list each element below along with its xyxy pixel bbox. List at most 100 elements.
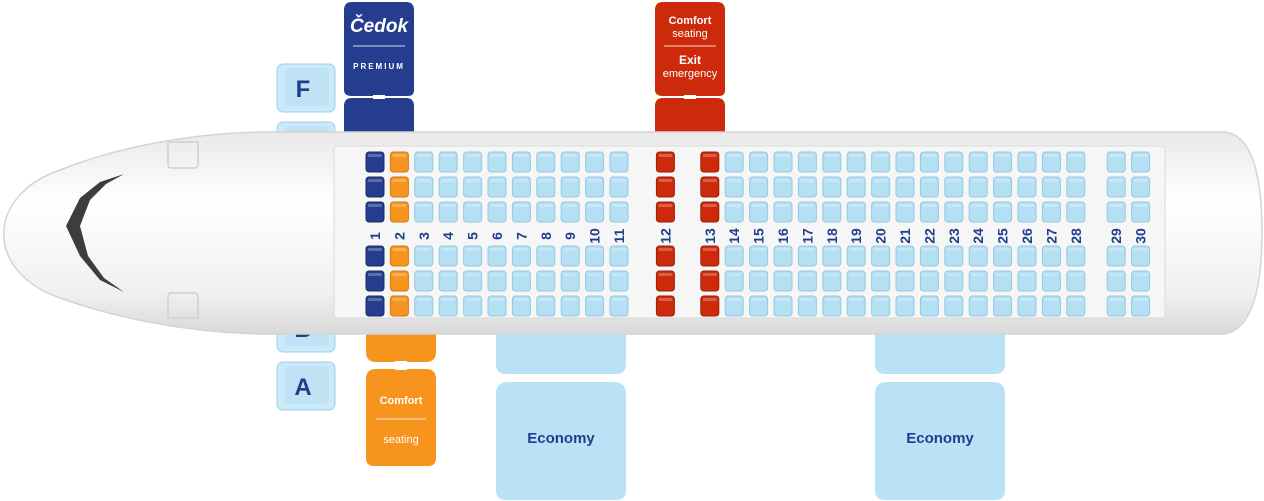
seat-13d[interactable] xyxy=(700,201,720,223)
seat-8e[interactable] xyxy=(536,176,556,198)
seat-14b[interactable] xyxy=(724,270,744,292)
seat-11f[interactable] xyxy=(609,151,629,173)
seat-9a[interactable] xyxy=(560,295,580,317)
seat-12d[interactable] xyxy=(655,201,675,223)
seat-1f[interactable] xyxy=(365,151,385,173)
seat-15d[interactable] xyxy=(749,201,769,223)
seat-3d[interactable] xyxy=(414,201,434,223)
seat-21b[interactable] xyxy=(895,270,915,292)
seat-25d[interactable] xyxy=(993,201,1013,223)
seat-18a[interactable] xyxy=(822,295,842,317)
seat-24c[interactable] xyxy=(968,245,988,267)
seat-16d[interactable] xyxy=(773,201,793,223)
seat-25c[interactable] xyxy=(993,245,1013,267)
seat-26d[interactable] xyxy=(1017,201,1037,223)
seat-4d[interactable] xyxy=(438,201,458,223)
seat-3b[interactable] xyxy=(414,270,434,292)
seat-29f[interactable] xyxy=(1106,151,1126,173)
seat-27e[interactable] xyxy=(1041,176,1061,198)
seat-23e[interactable] xyxy=(944,176,964,198)
seat-5f[interactable] xyxy=(463,151,483,173)
seat-22f[interactable] xyxy=(919,151,939,173)
seat-20a[interactable] xyxy=(871,295,891,317)
seat-24b[interactable] xyxy=(968,270,988,292)
seat-10a[interactable] xyxy=(585,295,605,317)
seat-23b[interactable] xyxy=(944,270,964,292)
seat-25b[interactable] xyxy=(993,270,1013,292)
seat-13a[interactable] xyxy=(700,295,720,317)
seat-30e[interactable] xyxy=(1131,176,1151,198)
seat-6a[interactable] xyxy=(487,295,507,317)
seat-15c[interactable] xyxy=(749,245,769,267)
seat-18f[interactable] xyxy=(822,151,842,173)
seat-26c[interactable] xyxy=(1017,245,1037,267)
seat-9e[interactable] xyxy=(560,176,580,198)
seat-4c[interactable] xyxy=(438,245,458,267)
seat-12f[interactable] xyxy=(655,151,675,173)
seat-6d[interactable] xyxy=(487,201,507,223)
seat-18e[interactable] xyxy=(822,176,842,198)
seat-15b[interactable] xyxy=(749,270,769,292)
seat-5c[interactable] xyxy=(463,245,483,267)
seat-14e[interactable] xyxy=(724,176,744,198)
seat-19a[interactable] xyxy=(846,295,866,317)
seat-11b[interactable] xyxy=(609,270,629,292)
seat-8f[interactable] xyxy=(536,151,556,173)
seat-12c[interactable] xyxy=(655,245,675,267)
seat-8b[interactable] xyxy=(536,270,556,292)
seat-16e[interactable] xyxy=(773,176,793,198)
seat-10e[interactable] xyxy=(585,176,605,198)
seat-16f[interactable] xyxy=(773,151,793,173)
seat-21c[interactable] xyxy=(895,245,915,267)
seat-25a[interactable] xyxy=(993,295,1013,317)
seat-10d[interactable] xyxy=(585,201,605,223)
seat-23f[interactable] xyxy=(944,151,964,173)
seat-6b[interactable] xyxy=(487,270,507,292)
seat-24d[interactable] xyxy=(968,201,988,223)
seat-10c[interactable] xyxy=(585,245,605,267)
seat-11d[interactable] xyxy=(609,201,629,223)
seat-26e[interactable] xyxy=(1017,176,1037,198)
seat-28e[interactable] xyxy=(1066,176,1086,198)
seat-14d[interactable] xyxy=(724,201,744,223)
seat-2a[interactable] xyxy=(389,295,409,317)
seat-9c[interactable] xyxy=(560,245,580,267)
seat-28c[interactable] xyxy=(1066,245,1086,267)
seat-3f[interactable] xyxy=(414,151,434,173)
seat-14c[interactable] xyxy=(724,245,744,267)
seat-7d[interactable] xyxy=(511,201,531,223)
seat-17a[interactable] xyxy=(797,295,817,317)
seat-25e[interactable] xyxy=(993,176,1013,198)
seat-24e[interactable] xyxy=(968,176,988,198)
seat-15f[interactable] xyxy=(749,151,769,173)
seat-21d[interactable] xyxy=(895,201,915,223)
seat-27f[interactable] xyxy=(1041,151,1061,173)
seat-7e[interactable] xyxy=(511,176,531,198)
seat-24a[interactable] xyxy=(968,295,988,317)
seat-8a[interactable] xyxy=(536,295,556,317)
seat-5b[interactable] xyxy=(463,270,483,292)
seat-26a[interactable] xyxy=(1017,295,1037,317)
seat-4a[interactable] xyxy=(438,295,458,317)
seat-2e[interactable] xyxy=(389,176,409,198)
seat-6e[interactable] xyxy=(487,176,507,198)
seat-24f[interactable] xyxy=(968,151,988,173)
seat-11c[interactable] xyxy=(609,245,629,267)
seat-15a[interactable] xyxy=(749,295,769,317)
seat-23c[interactable] xyxy=(944,245,964,267)
seat-28a[interactable] xyxy=(1066,295,1086,317)
seat-8c[interactable] xyxy=(536,245,556,267)
seat-20c[interactable] xyxy=(871,245,891,267)
seat-7a[interactable] xyxy=(511,295,531,317)
seat-4f[interactable] xyxy=(438,151,458,173)
seat-26f[interactable] xyxy=(1017,151,1037,173)
seat-29a[interactable] xyxy=(1106,295,1126,317)
seat-17e[interactable] xyxy=(797,176,817,198)
seat-30d[interactable] xyxy=(1131,201,1151,223)
seat-22b[interactable] xyxy=(919,270,939,292)
seat-29e[interactable] xyxy=(1106,176,1126,198)
seat-2b[interactable] xyxy=(389,270,409,292)
seat-19b[interactable] xyxy=(846,270,866,292)
seat-20d[interactable] xyxy=(871,201,891,223)
seat-10b[interactable] xyxy=(585,270,605,292)
